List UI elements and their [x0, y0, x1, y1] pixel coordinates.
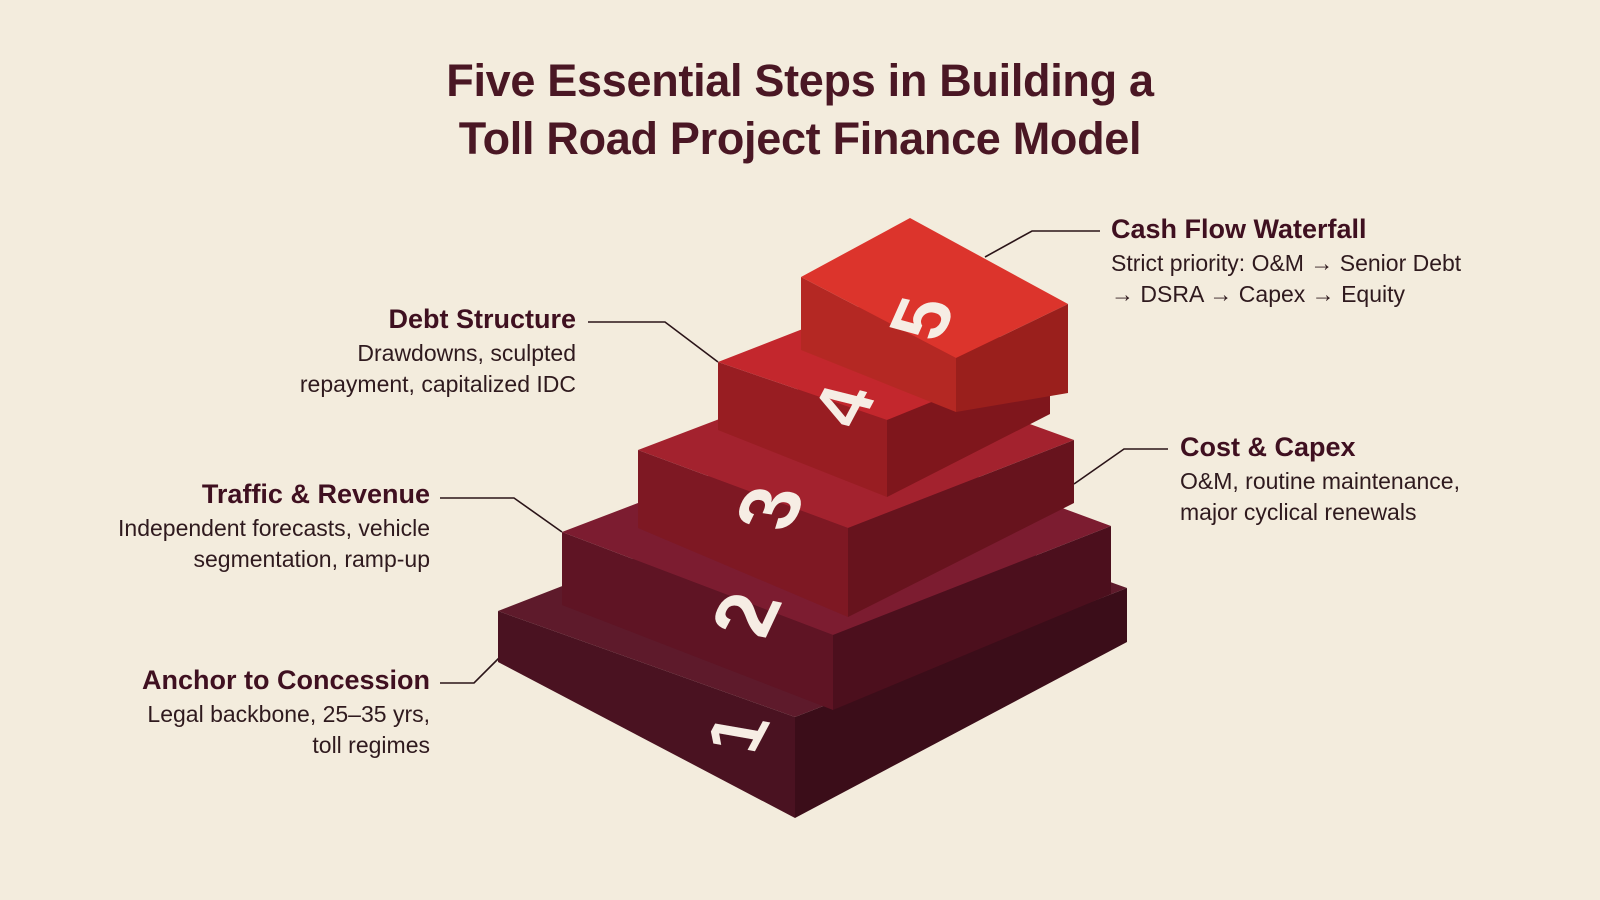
step-2-line-2: segmentation, ramp-up — [193, 546, 430, 572]
step-5-block — [801, 218, 1068, 412]
step-3-line-1: O&M, routine maintenance, — [1180, 468, 1460, 494]
step-5-line-2: → DSRA → Capex → Equity — [1111, 281, 1405, 307]
connector-lines — [440, 230, 1168, 684]
step-1-right-face — [795, 588, 1127, 818]
page-title: Five Essential Steps in Building a Toll … — [0, 52, 1600, 168]
connector-step-4 — [588, 321, 719, 363]
step-1-heading: Anchor to Concession — [141, 665, 430, 695]
step-4-left-face — [718, 362, 887, 497]
title-line-2: Toll Road Project Finance Model — [458, 113, 1142, 164]
step-5-line-1: Strict priority: O&M → Senior Debt — [1111, 250, 1462, 276]
callout-step-4: Debt Structure Drawdowns, sculpted repay… — [300, 302, 576, 400]
connector-step-3 — [1073, 448, 1168, 485]
step-2-line-1: Independent forecasts, vehicle — [118, 515, 430, 541]
step-3-right-face — [848, 440, 1074, 617]
step-2-left-face — [562, 532, 833, 710]
step-4-line-2: repayment, capitalized IDC — [299, 371, 576, 397]
step-3-heading: Cost & Capex — [1180, 432, 1356, 462]
callout-step-5: Cash Flow Waterfall Strict priority: O&M… — [1111, 212, 1461, 310]
callout-step-3: Cost & Capex O&M, routine maintenance, m… — [1180, 430, 1460, 528]
callout-step-1: Anchor to Concession Legal backbone, 25–… — [142, 663, 430, 761]
step-5-heading: Cash Flow Waterfall — [1111, 214, 1367, 244]
step-2-description: Independent forecasts, vehicle segmentat… — [118, 513, 430, 575]
step-4-line-1: Drawdowns, sculpted — [357, 340, 576, 366]
step-5-description: Strict priority: O&M → Senior Debt → DSR… — [1111, 248, 1461, 310]
step-2-right-face — [833, 526, 1111, 710]
step-5-right-face — [956, 304, 1068, 412]
connector-step-5 — [984, 230, 1100, 258]
step-3-description: O&M, routine maintenance, major cyclical… — [1180, 466, 1460, 528]
step-4-heading: Debt Structure — [388, 304, 576, 334]
step-2-heading: Traffic & Revenue — [201, 479, 430, 509]
step-3-line-2: major cyclical renewals — [1180, 499, 1417, 525]
step-1-line-2: toll regimes — [312, 732, 430, 758]
step-3-left-face — [638, 450, 848, 617]
step-1-left-face — [498, 611, 795, 818]
connector-step-2 — [440, 497, 563, 533]
step-1-line-1: Legal backbone, 25–35 yrs, — [147, 701, 430, 727]
step-4-description: Drawdowns, sculpted repayment, capitaliz… — [300, 338, 576, 400]
step-5-top — [801, 218, 1068, 358]
step-5-left-face — [801, 277, 956, 412]
callout-step-2: Traffic & Revenue Independent forecasts,… — [118, 477, 430, 575]
step-1-description: Legal backbone, 25–35 yrs, toll regimes — [142, 699, 430, 761]
title-line-1: Five Essential Steps in Building a — [446, 55, 1154, 106]
connector-step-1 — [440, 656, 501, 684]
